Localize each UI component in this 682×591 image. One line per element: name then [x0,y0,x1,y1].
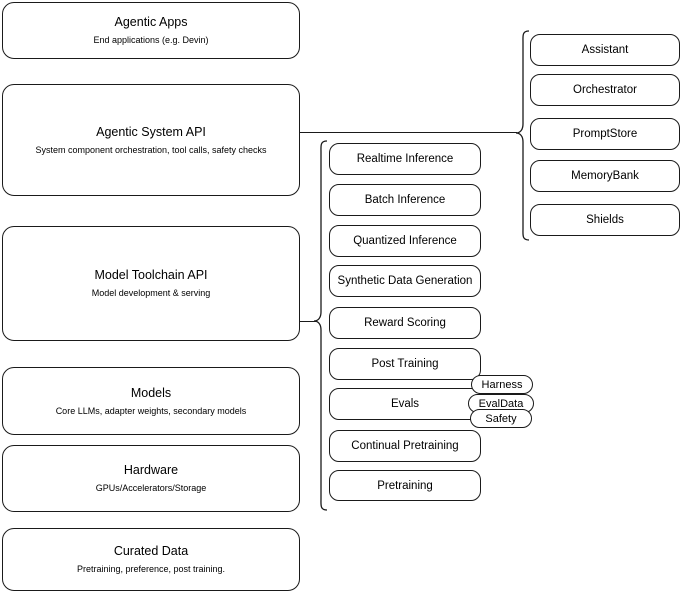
agentic-component-label: PromptStore [572,128,638,140]
toolchain-item-evals[interactable]: Evals [329,388,481,420]
toolchain-item-label: Quantized Inference [353,235,457,247]
eval-tag-evaldata[interactable]: EvalData [468,394,534,413]
agentic-component-memorybank[interactable]: MemoryBank [530,160,680,192]
agentic-component-shields[interactable]: Shields [530,204,680,236]
toolchain-item-label: Reward Scoring [364,317,446,329]
eval-tag-harness[interactable]: Harness [471,375,533,394]
toolchain-item-label: Post Training [371,358,439,370]
eval-tag-label: Harness [481,378,523,391]
toolchain-item-label: Realtime Inference [356,153,454,165]
connector-toolchain-to-components [300,321,316,323]
toolchain-item-batch-inference[interactable]: Batch Inference [329,184,481,216]
connector-agentic-system-to-components [300,132,517,134]
layer-box-agentic-apps[interactable]: Agentic Apps End applications (e.g. Devi… [2,2,300,59]
layer-subtitle: GPUs/Accelerators/Storage [95,483,207,493]
layer-box-models[interactable]: Models Core LLMs, adapter weights, secon… [2,367,300,435]
agentic-component-label: Orchestrator [573,84,637,96]
layer-title: Hardware [123,463,179,477]
layer-subtitle: Model development & serving [91,288,211,298]
layer-title: Curated Data [113,544,189,558]
agentic-component-promptstore[interactable]: PromptStore [530,118,680,150]
agentic-component-label: MemoryBank [571,170,639,182]
eval-tag-label: Safety [485,412,517,425]
eval-tag-label: EvalData [478,397,524,410]
layer-subtitle: Pretraining, preference, post training. [76,564,226,574]
layer-title: Model Toolchain API [94,268,208,282]
toolchain-item-reward-scoring[interactable]: Reward Scoring [329,307,481,339]
agentic-component-label: Assistant [581,44,629,56]
brace-toolchain [313,140,329,512]
layer-box-agentic-system-api[interactable]: Agentic System API System component orch… [2,84,300,196]
eval-tag-safety[interactable]: Safety [470,409,532,428]
layer-title: Models [130,385,172,400]
layer-box-hardware[interactable]: Hardware GPUs/Accelerators/Storage [2,445,300,512]
toolchain-item-continual-pretraining[interactable]: Continual Pretraining [329,430,481,462]
brace-agentic-components [515,30,531,242]
layer-subtitle: Core LLMs, adapter weights, secondary mo… [55,405,247,416]
toolchain-item-label: Synthetic Data Generation [337,275,473,287]
layer-title: Agentic Apps [114,15,188,29]
toolchain-item-realtime-inference[interactable]: Realtime Inference [329,143,481,175]
toolchain-item-label: Evals [390,398,420,410]
agentic-component-label: Shields [586,214,624,226]
layer-box-curated-data[interactable]: Curated Data Pretraining, preference, po… [2,528,300,591]
agentic-component-assistant[interactable]: Assistant [530,34,680,66]
toolchain-item-quantized-inference[interactable]: Quantized Inference [329,225,481,257]
agentic-component-orchestrator[interactable]: Orchestrator [530,74,680,106]
toolchain-item-label: Continual Pretraining [351,440,459,452]
layer-subtitle: System component orchestration, tool cal… [35,144,267,155]
layer-title: Agentic System API [96,124,206,139]
toolchain-item-label: Pretraining [377,479,433,492]
layer-subtitle: End applications (e.g. Devin) [93,35,209,45]
layer-box-model-toolchain-api[interactable]: Model Toolchain API Model development & … [2,226,300,341]
toolchain-item-post-training[interactable]: Post Training [329,348,481,380]
toolchain-item-pretraining[interactable]: Pretraining [329,470,481,501]
toolchain-item-label: Batch Inference [364,194,446,206]
toolchain-item-synthetic-data-generation[interactable]: Synthetic Data Generation [329,265,481,297]
